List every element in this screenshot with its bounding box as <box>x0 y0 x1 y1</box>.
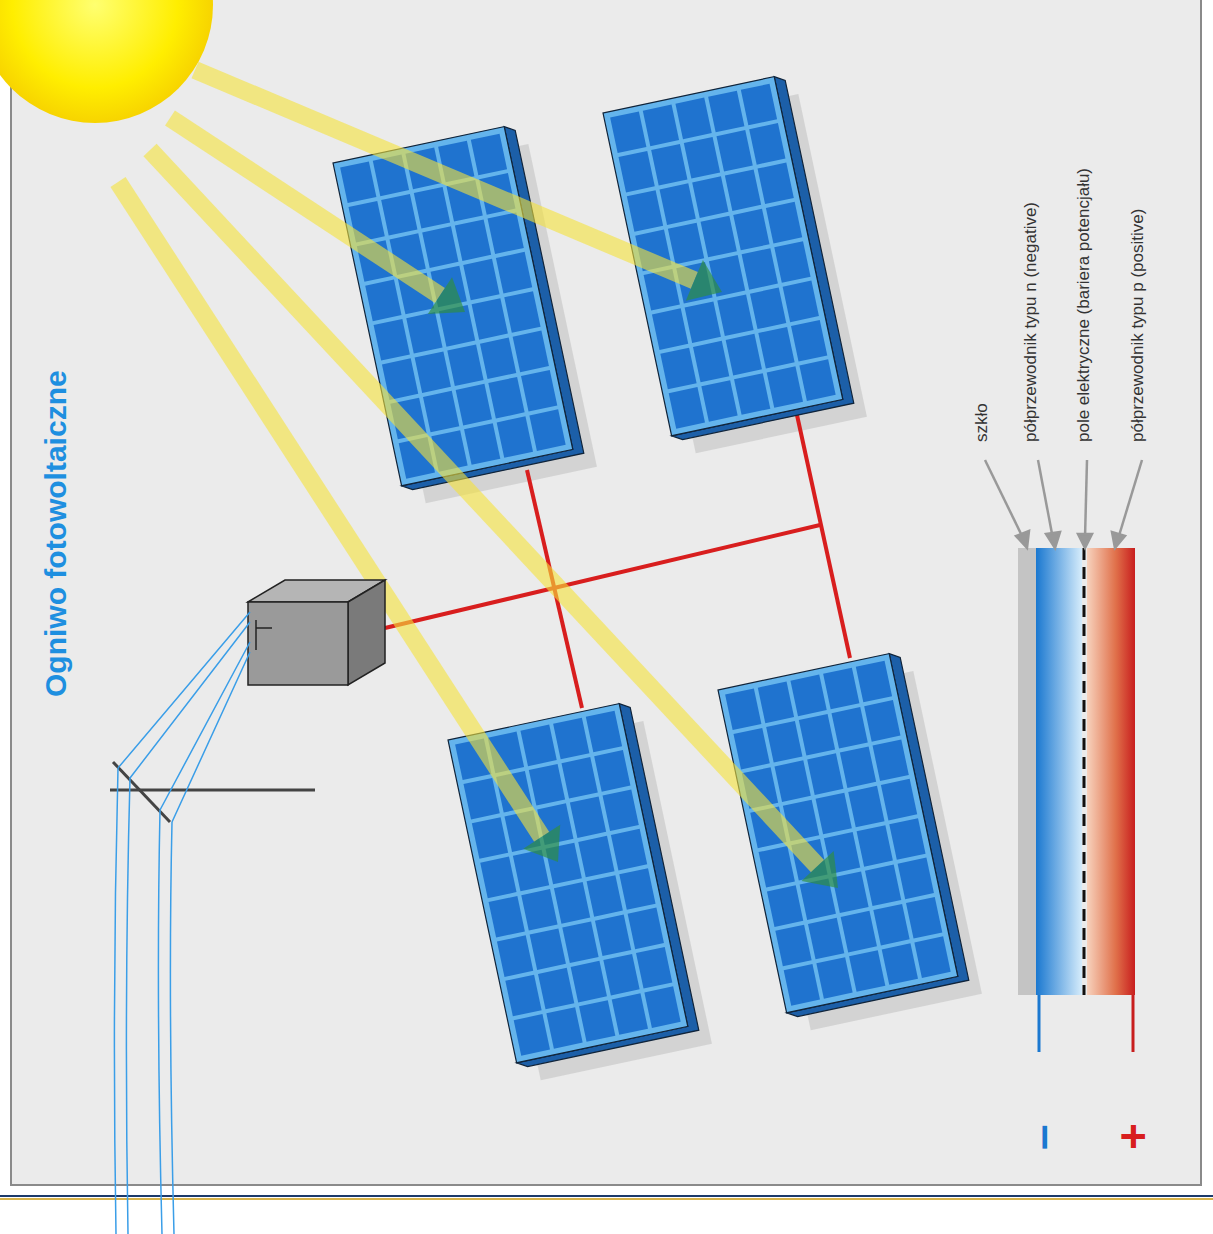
rule-line <box>0 1195 1213 1197</box>
title: Ogniwo fotowoltaiczne <box>38 370 74 697</box>
polarity-sign: – <box>1014 1124 1069 1150</box>
layer-label: szkło <box>972 403 992 442</box>
light-beams <box>118 70 838 888</box>
layer-label: półprzewodnik typu n (negative) <box>1021 202 1041 442</box>
polarity-sign: + <box>1106 1123 1161 1150</box>
panel-ground <box>11 0 1201 1185</box>
leader-lines <box>985 460 1142 548</box>
power-line <box>110 612 315 1234</box>
layer-label: półprzewodnik typu p (positive) <box>1128 209 1148 442</box>
cell-cross-section <box>1018 548 1135 1052</box>
sun <box>0 0 213 123</box>
rule-line <box>0 1198 1213 1200</box>
junction-box <box>248 580 385 685</box>
solar-panels <box>333 75 969 1069</box>
layer-label: pole elektryczne (bariera potencjału) <box>1074 168 1094 442</box>
